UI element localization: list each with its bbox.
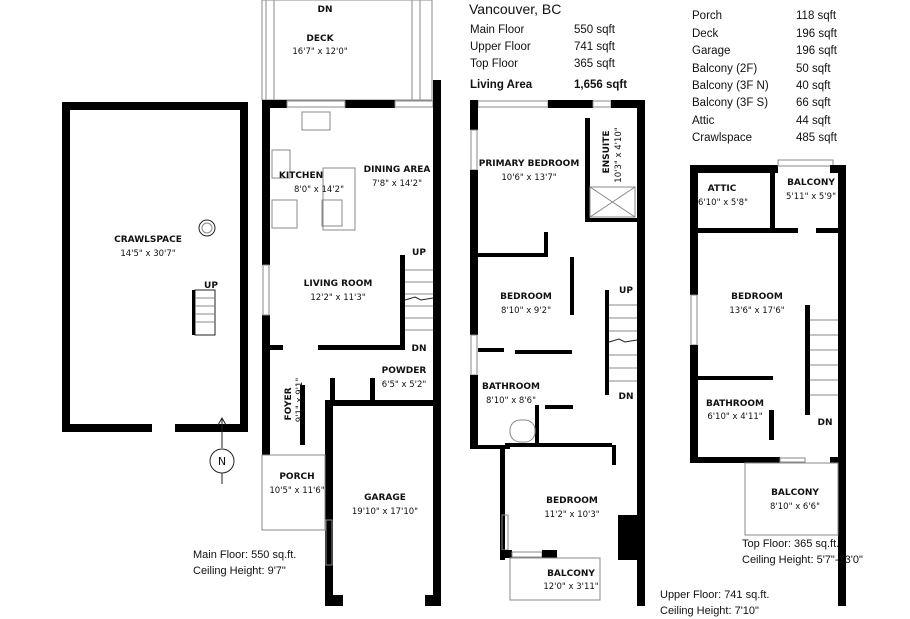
room-dim-powder: 6'5" x 5'2" [382,380,427,390]
room-name-garage: GARAGE [364,493,406,503]
room-dim-balcony: 8'10" x 6'6" [770,502,820,512]
room-name-powder: POWDER [382,366,427,376]
area-value: 485 sqft [796,132,837,144]
room-name-balcony: BALCONY [547,569,595,579]
room-name-foyer: FOYER [284,387,294,420]
room-dim-porch: 10'5" x 11'6" [269,486,324,496]
room-dim-primary-bedroom: 10'6" x 13'7" [501,173,556,183]
room-dim-living: 12'2" x 11'3" [310,293,365,303]
area-value: 196 sqft [796,45,837,57]
area-label: Deck [692,28,719,40]
floor-plan: UP CRAWLSPACE 14'5" x 30'7" N [62,0,846,606]
room-dim-balcony: 5'11" x 5'9" [786,192,836,202]
area-label: Main Floor [470,24,525,36]
room-name-bathroom: BATHROOM [482,382,540,392]
area-value: 118 sqft [796,10,837,22]
upper-floor-caption: Upper Floor: 741 sq.ft. Ceiling Height: … [660,587,769,619]
area-value: 44 sqft [796,115,831,127]
area-value: 196 sqft [796,28,837,40]
room-dim-foyer: 9'1" x 9'1" [295,378,305,423]
room-name-bedroom: BEDROOM [731,292,783,302]
area-label: Balcony (2F) [692,63,758,75]
area-label: Crawlspace [692,132,753,144]
crawlspace-plan: UP CRAWLSPACE 14'5" x 30'7" [62,102,248,432]
room-dim-bedroom: 8'10" x 9'2" [501,306,551,316]
room-dim-bathroom: 6'10" x 4'11" [707,412,762,422]
area-value: 741 sqft [574,41,615,53]
room-name-living: LIVING ROOM [304,279,373,289]
area-label: Porch [692,10,723,22]
area-label: Balcony (3F N) [692,80,769,92]
main-floor-plan: DN DECK 16'7" x 12'0" KITCHEN 8'0" x 14'… [261,0,441,606]
stairs-up-label: UP [619,286,633,296]
stairs-dn-label: DN [817,418,832,428]
room-dim-bathroom: 8'10" x 8'6" [486,396,536,406]
stairs-dn-label: DN [317,5,332,15]
svg-text:N: N [218,455,226,468]
room-name-bedroom: BEDROOM [546,496,598,506]
area-value: 40 sqft [796,80,831,92]
top-floor-plan: ATTIC 6'10" x 5'8" BALCONY 5'11" x 5'9" … [690,159,846,606]
area-label: Attic [692,115,715,127]
room-dim-attic: 6'10" x 5'8" [698,198,748,208]
area-label: Balcony (3F S) [692,97,769,109]
room-name-attic: ATTIC [708,184,737,194]
area-value: 50 sqft [796,63,831,75]
room-name-porch: PORCH [279,472,314,482]
room-dim-garage: 19'10" x 17'10" [352,507,418,517]
room-name-balcony: BALCONY [787,178,835,188]
room-dim-crawlspace: 14'5" x 30'7" [120,249,175,259]
living-area-label: Living Area [470,79,533,91]
room-dim-ensuite: 10'3" x 4'10" [614,127,624,182]
area-value: 66 sqft [796,97,831,109]
room-name-primary-bedroom: PRIMARY BEDROOM [479,159,580,169]
room-name-ensuite: ENSUITE [602,130,612,173]
caption-ceiling-height: Ceiling Height: 5'7"-13'0" [742,554,863,566]
room-dim-deck: 16'7" x 12'0" [292,47,347,57]
north-arrow-icon: N [209,416,235,484]
room-name-dining: DINING AREA [364,165,431,175]
room-name-deck: DECK [306,34,334,44]
caption-ceiling-height: Ceiling Height: 9'7" [193,565,286,577]
area-label: Upper Floor [470,41,531,53]
caption-area: Main Floor: 550 sq.ft. [193,549,297,561]
stairs-up-label: UP [412,248,426,258]
stairs-dn-label: DN [411,344,426,354]
room-dim-bedroom: 13'6" x 17'6" [729,306,784,316]
area-value: 365 sqft [574,58,615,70]
main-floor-caption: Main Floor: 550 sq.ft. Ceiling Height: 9… [193,547,296,579]
living-area-value: 1,656 sqft [574,79,628,91]
area-value: 550 sqft [574,24,615,36]
room-name-bathroom: BATHROOM [706,399,764,409]
room-name-bedroom: BEDROOM [500,292,552,302]
room-dim-balcony: 12'0" x 3'11" [543,582,598,592]
area-label: Top Floor [470,58,518,70]
top-floor-caption: Top Floor: 365 sq.ft. Ceiling Height: 5'… [742,536,863,568]
room-name-kitchen: KITCHEN [279,171,323,181]
caption-ceiling-height: Ceiling Height: 7'10" [660,605,759,617]
caption-area: Top Floor: 365 sq.ft. [742,538,840,550]
room-dim-bedroom: 11'2" x 10'3" [544,510,599,520]
room-name-crawlspace: CRAWLSPACE [114,235,182,245]
area-label: Garage [692,45,731,57]
caption-area: Upper Floor: 741 sq.ft. [660,589,770,601]
room-dim-kitchen: 8'0" x 14'2" [294,185,344,195]
room-name-balcony: BALCONY [771,488,819,498]
upper-floor-plan: PRIMARY BEDROOM 10'6" x 13'7" ENSUITE 10… [470,100,645,606]
room-dim-dining: 7'8" x 14'2" [372,179,422,189]
stairs-up-label: UP [204,281,218,291]
stairs-dn-label: DN [618,392,633,402]
location-title: Vancouver, BC [469,1,562,17]
